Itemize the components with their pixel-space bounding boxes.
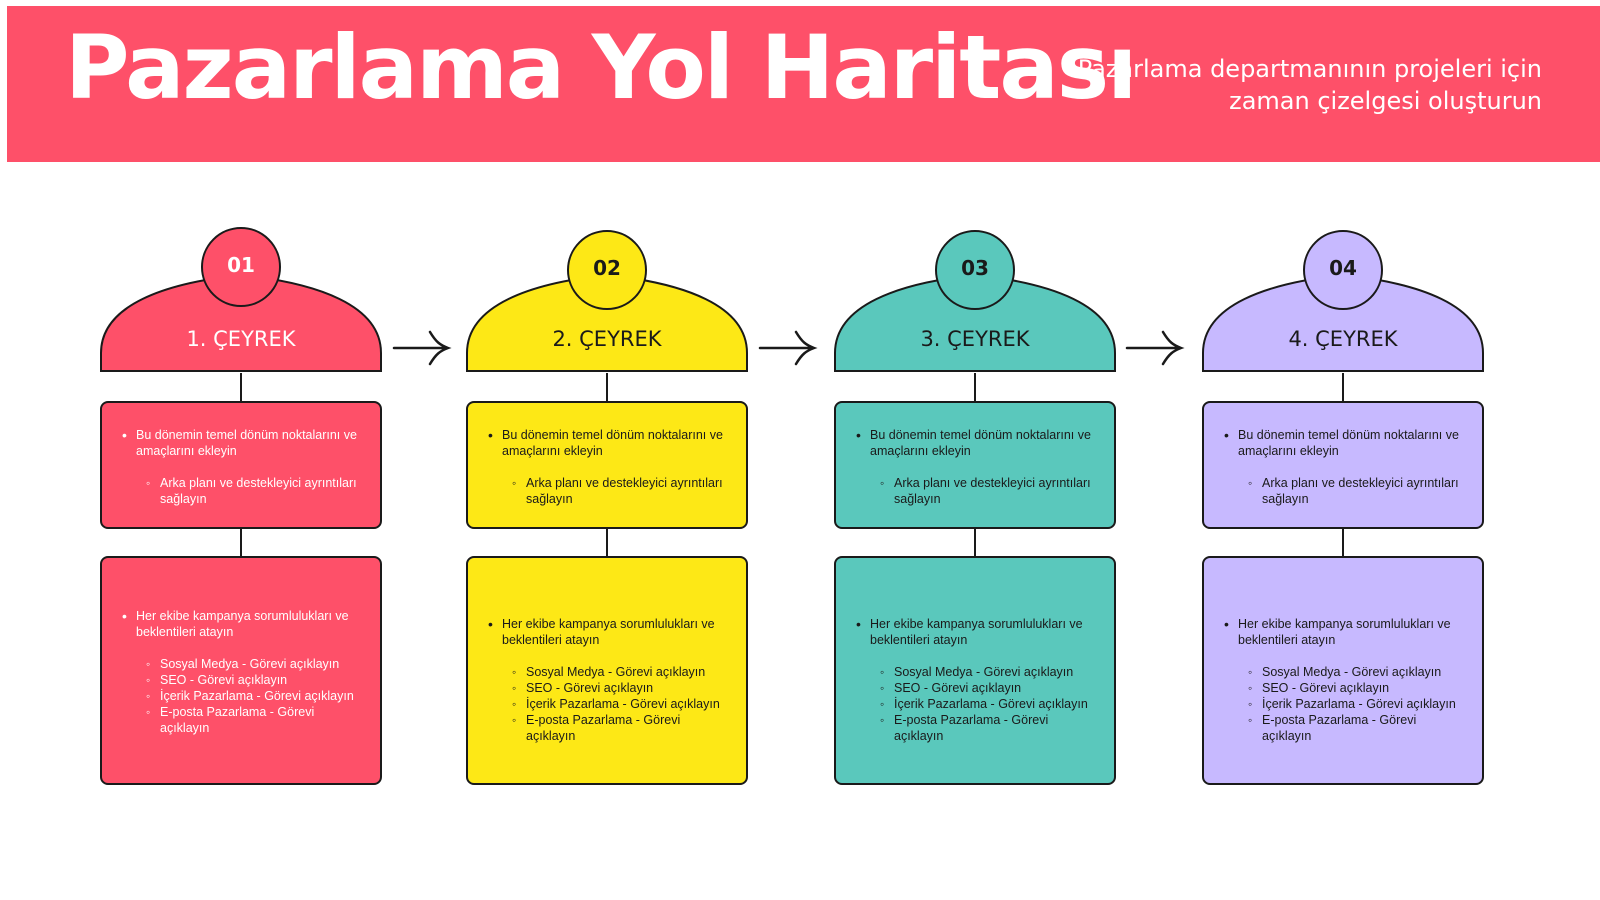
- team-tasks-text: Her ekibe kampanya sorumlulukları ve bek…: [856, 616, 1100, 648]
- milestone-detail: Arka planı ve destekleyici ayrıntıları s…: [880, 475, 1100, 507]
- quarter-number-badge: 02: [593, 256, 621, 280]
- team-tasks-text: Her ekibe kampanya sorumlulukları ve bek…: [488, 616, 732, 648]
- connector-line: [1342, 527, 1344, 556]
- quarter-number-badge: 03: [961, 256, 989, 280]
- task-item: İçerik Pazarlama - Görevi açıklayın: [146, 688, 366, 704]
- page-title: Pazarlama Yol Haritası: [65, 16, 1137, 119]
- task-item: Sosyal Medya - Görevi açıklayın: [880, 664, 1100, 680]
- quarter-column-1: 01 1. ÇEYREK Bu dönemin temel dönüm nokt…: [100, 225, 382, 790]
- connector-line: [240, 373, 242, 402]
- quarter-dome: [100, 227, 382, 372]
- connector-line: [606, 527, 608, 556]
- quarter-label: 1. ÇEYREK: [186, 327, 296, 351]
- task-item: İçerik Pazarlama - Görevi açıklayın: [1248, 696, 1468, 712]
- task-item: E-posta Pazarlama - Görevi açıklayın: [512, 712, 732, 744]
- connector-line: [974, 527, 976, 556]
- quarter-label: 2. ÇEYREK: [552, 327, 662, 351]
- task-item: SEO - Görevi açıklayın: [880, 680, 1100, 696]
- team-tasks-box: Her ekibe kampanya sorumlulukları ve bek…: [100, 556, 382, 785]
- connector-line: [974, 373, 976, 402]
- task-item: İçerik Pazarlama - Görevi açıklayın: [512, 696, 732, 712]
- task-item: Sosyal Medya - Görevi açıklayın: [146, 656, 366, 672]
- connector-line: [240, 527, 242, 556]
- task-item: SEO - Görevi açıklayın: [512, 680, 732, 696]
- team-tasks-text: Her ekibe kampanya sorumlulukları ve bek…: [1224, 616, 1468, 648]
- task-item: E-posta Pazarlama - Görevi açıklayın: [880, 712, 1100, 744]
- quarter-column-2: 02 2. ÇEYREK Bu dönemin temel dönüm nokt…: [466, 225, 748, 790]
- milestone-box: Bu dönemin temel dönüm noktalarını ve am…: [100, 401, 382, 529]
- milestone-detail: Arka planı ve destekleyici ayrıntıları s…: [146, 475, 366, 507]
- quarter-number-badge: 04: [1329, 256, 1357, 280]
- team-tasks-box: Her ekibe kampanya sorumlulukları ve bek…: [466, 556, 748, 785]
- milestone-detail: Arka planı ve destekleyici ayrıntıları s…: [1248, 475, 1468, 507]
- connector-line: [606, 373, 608, 402]
- task-item: Sosyal Medya - Görevi açıklayın: [512, 664, 732, 680]
- team-tasks-box: Her ekibe kampanya sorumlulukları ve bek…: [834, 556, 1116, 785]
- milestone-text: Bu dönemin temel dönüm noktalarını ve am…: [856, 427, 1100, 459]
- task-item: SEO - Görevi açıklayın: [1248, 680, 1468, 696]
- milestone-text: Bu dönemin temel dönüm noktalarını ve am…: [488, 427, 732, 459]
- milestone-detail: Arka planı ve destekleyici ayrıntıları s…: [512, 475, 732, 507]
- connector-line: [1342, 373, 1344, 402]
- milestone-box: Bu dönemin temel dönüm noktalarını ve am…: [466, 401, 748, 529]
- arrow-right-icon: [758, 330, 818, 366]
- quarter-number-badge: 01: [227, 253, 255, 277]
- team-tasks-text: Her ekibe kampanya sorumlulukları ve bek…: [122, 608, 366, 640]
- task-item: E-posta Pazarlama - Görevi açıklayın: [1248, 712, 1468, 744]
- milestone-text: Bu dönemin temel dönüm noktalarını ve am…: [1224, 427, 1468, 459]
- quarter-column-3: 03 3. ÇEYREK Bu dönemin temel dönüm nokt…: [834, 225, 1116, 790]
- arrow-right-icon: [1125, 330, 1185, 366]
- task-item: SEO - Görevi açıklayın: [146, 672, 366, 688]
- task-item: E-posta Pazarlama - Görevi açıklayın: [146, 704, 330, 736]
- task-item: İçerik Pazarlama - Görevi açıklayın: [880, 696, 1100, 712]
- quarter-dome: [834, 230, 1116, 372]
- quarter-column-4: 04 4. ÇEYREK Bu dönemin temel dönüm nokt…: [1202, 225, 1484, 790]
- quarter-label: 4. ÇEYREK: [1288, 327, 1398, 351]
- milestone-text: Bu dönemin temel dönüm noktalarını ve am…: [122, 427, 366, 459]
- milestone-box: Bu dönemin temel dönüm noktalarını ve am…: [834, 401, 1116, 529]
- task-item: Sosyal Medya - Görevi açıklayın: [1248, 664, 1468, 680]
- quarter-dome: [466, 230, 748, 372]
- header-banner: Pazarlama Yol Haritası Pazarlama departm…: [7, 6, 1600, 162]
- quarter-dome: [1202, 230, 1484, 372]
- page-subtitle: Pazarlama departmanının projeleri için z…: [1077, 55, 1542, 115]
- arrow-right-icon: [392, 330, 452, 366]
- quarter-label: 3. ÇEYREK: [920, 327, 1030, 351]
- team-tasks-box: Her ekibe kampanya sorumlulukları ve bek…: [1202, 556, 1484, 785]
- milestone-box: Bu dönemin temel dönüm noktalarını ve am…: [1202, 401, 1484, 529]
